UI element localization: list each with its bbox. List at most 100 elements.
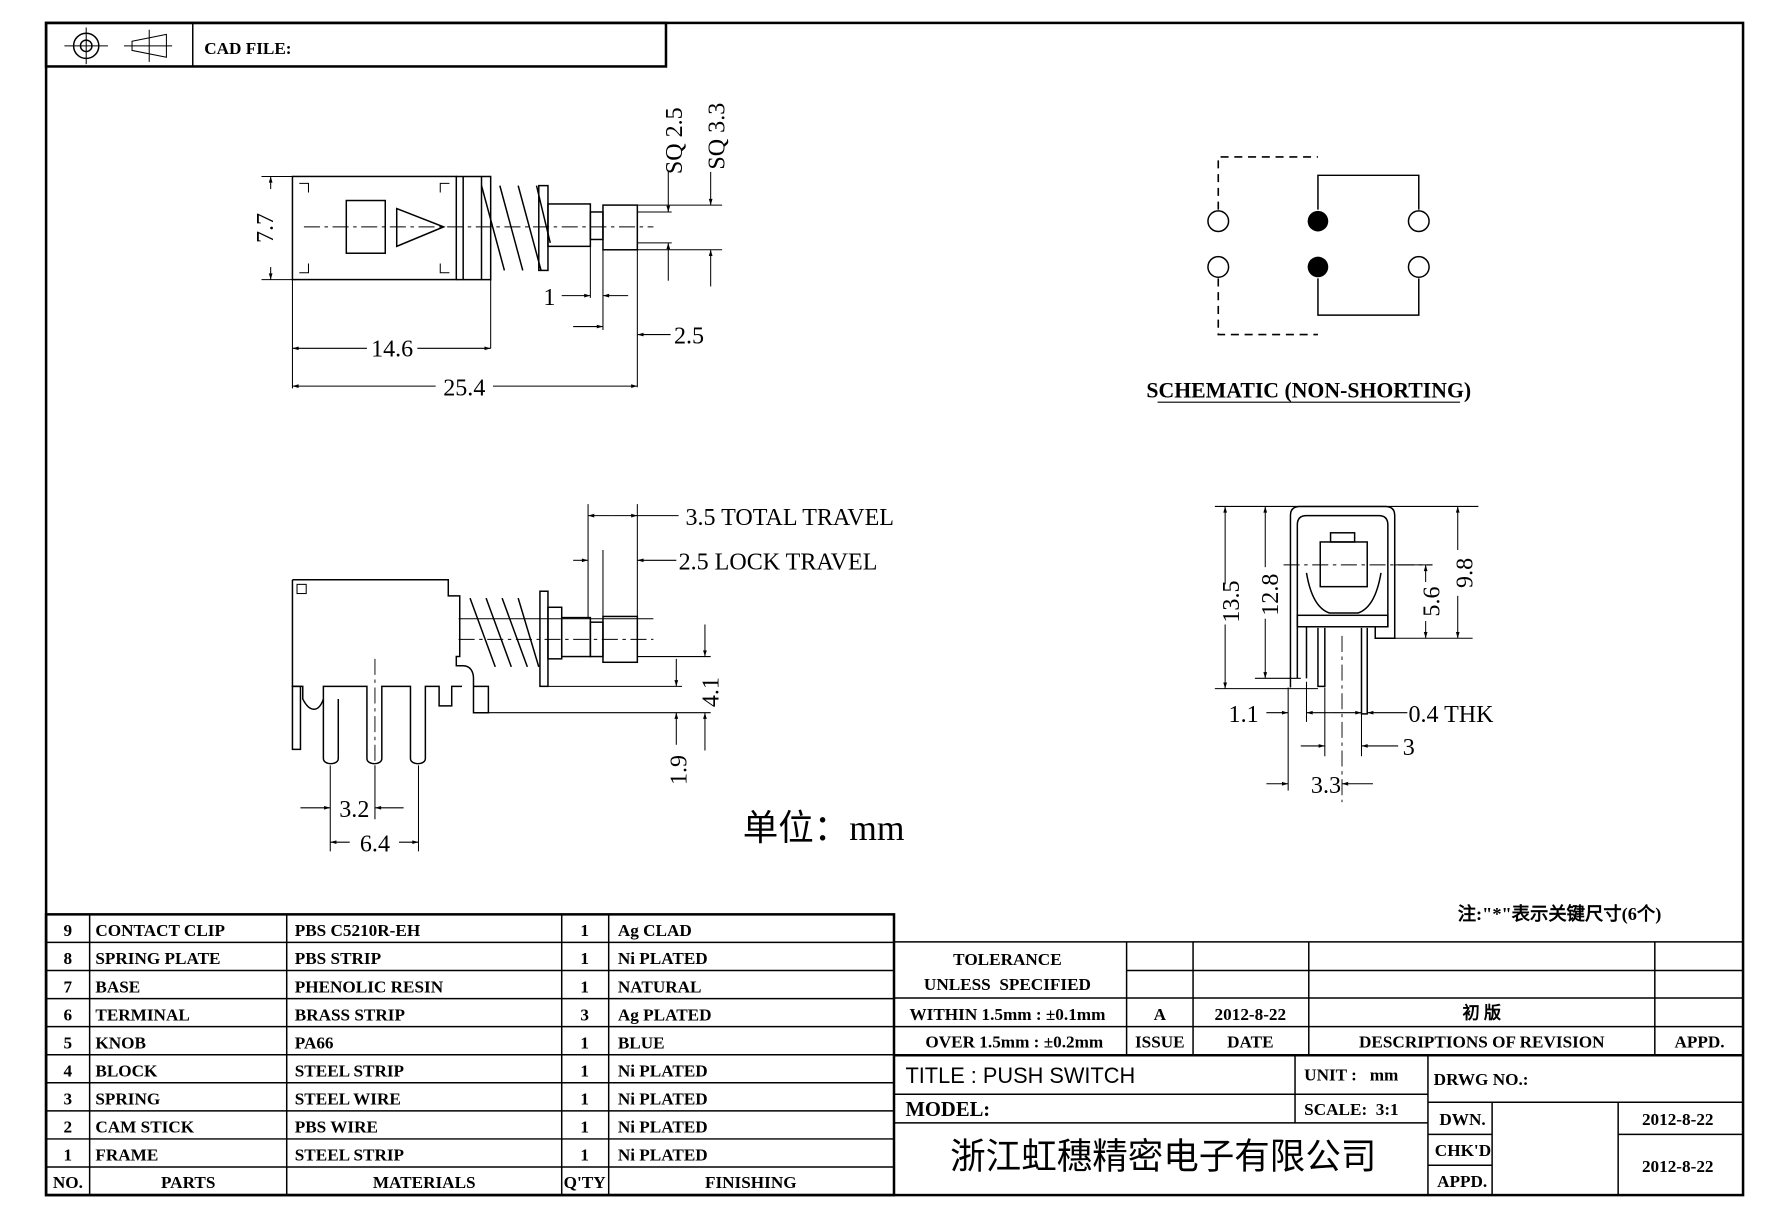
header-materials: MATERIALS: [373, 1173, 476, 1192]
dim-lock-travel: 2.5 LOCK TRAVEL: [679, 549, 878, 575]
drawing-number-label: DRWG NO.:: [1434, 1070, 1529, 1089]
cell-qty: 3: [580, 1005, 589, 1024]
table-row: 6 TERMINAL BRASS STRIP 3 Ag PLATED: [46, 1005, 894, 1028]
cell-qty: 1: [580, 1118, 589, 1137]
title-block: TITLE : PUSH SWITCH MODEL: UNIT : mm SCA…: [893, 1054, 1744, 1196]
dim-cap: 2.5: [674, 324, 704, 350]
tolerance-within: WITHIN 1.5mm : ±0.1mm: [909, 1005, 1106, 1024]
dim-body-height: 9.8: [1453, 558, 1479, 588]
cell-no: 7: [64, 977, 73, 996]
table-row: 5 KNOB PA66 1 BLUE: [46, 1033, 894, 1056]
cell-part: BLOCK: [95, 1061, 158, 1080]
dim-overall-height: 13.5: [1219, 581, 1245, 623]
cell-no: 8: [64, 949, 73, 968]
cell-finishing: Ni PLATED: [618, 1146, 708, 1165]
header-description: DESCRIPTIONS OF REVISION: [1359, 1032, 1605, 1051]
terminal-open-icon: [1407, 210, 1430, 233]
drawn-date: 2012-8-22: [1642, 1110, 1714, 1129]
cell-no: 2: [64, 1118, 73, 1137]
top-view-drawing: 7.7 14.6 25.4 SQ 2.5 SQ 3.3 1 2.5: [253, 103, 730, 402]
dim-edge: 1.1: [1229, 702, 1259, 728]
cell-no: 4: [64, 1061, 73, 1080]
cell-qty: 1: [580, 949, 589, 968]
cell-finishing: Ag CLAD: [618, 921, 692, 940]
cell-material: PHENOLIC RESIN: [295, 977, 444, 996]
terminal-common-icon: [1307, 210, 1329, 232]
revision-block: TOLERANCE UNLESS SPECIFIED WITHIN 1.5mm …: [893, 941, 1744, 1057]
dim-offset-a: 4.1: [699, 677, 725, 707]
cell-qty: 1: [580, 1090, 589, 1109]
drawing-title: TITLE : PUSH SWITCH: [905, 1063, 1135, 1088]
dim-height-b: 12.8: [1258, 574, 1284, 616]
company-name: 浙江虹穗精密电子有限公司: [950, 1137, 1376, 1177]
cell-no: 5: [64, 1033, 73, 1052]
cell-finishing: Ni PLATED: [618, 1061, 708, 1080]
cell-material: STEEL STRIP: [295, 1146, 404, 1165]
terminal-open-icon: [1207, 210, 1230, 233]
cell-material: BRASS STRIP: [295, 1005, 405, 1024]
cell-part: TERMINAL: [95, 1005, 189, 1024]
dim-sq-small: SQ 2.5: [662, 107, 688, 174]
tolerance-over: OVER 1.5mm : ±0.2mm: [925, 1032, 1103, 1051]
header-appd: APPD.: [1674, 1032, 1724, 1051]
cell-part: CAM STICK: [95, 1118, 194, 1137]
dim-pin-gap: 3: [1403, 735, 1415, 761]
dim-offset-b: 1.9: [667, 755, 693, 785]
dim-pin-offset: 3.3: [1311, 773, 1341, 799]
cell-finishing: BLUE: [618, 1033, 665, 1052]
unit-note: 单位：mm: [743, 808, 905, 848]
cell-part: KNOB: [95, 1033, 146, 1052]
cell-qty: 1: [580, 1146, 589, 1165]
header-qty: Q'TY: [564, 1173, 607, 1192]
cell-finishing: Ni PLATED: [618, 949, 708, 968]
cell-part: SPRING: [95, 1090, 160, 1109]
tolerance-title: TOLERANCE: [953, 950, 1061, 969]
header-date: DATE: [1227, 1032, 1273, 1051]
model-label: MODEL:: [905, 1099, 990, 1121]
cell-qty: 1: [580, 1033, 589, 1052]
cell-material: PBS WIRE: [295, 1118, 378, 1137]
cell-material: STEEL WIRE: [295, 1090, 401, 1109]
dim-overall-length: 25.4: [443, 375, 485, 401]
cell-qty: 1: [580, 977, 589, 996]
header-no: NO.: [53, 1173, 83, 1192]
cell-material: PBS C5210R-EH: [295, 921, 421, 940]
side-view-drawing: 3.5 TOTAL TRAVEL 2.5 LOCK TRAVEL 3.2 6.4…: [291, 504, 894, 857]
dim-step: 1: [543, 285, 555, 311]
table-row: 3 SPRING STEEL WIRE 1 Ni PLATED: [46, 1090, 894, 1112]
cell-finishing: NATURAL: [618, 977, 702, 996]
terminal-open-icon: [1207, 255, 1230, 279]
dim-total-travel: 3.5 TOTAL TRAVEL: [685, 505, 894, 531]
tolerance-subtitle: UNLESS SPECIFIED: [924, 975, 1091, 994]
cell-no: 6: [64, 1005, 73, 1024]
cell-qty: 1: [580, 921, 589, 940]
schematic-label: SCHEMATIC (NON-SHORTING): [1146, 379, 1471, 403]
drawn-label: DWN.: [1439, 1110, 1485, 1129]
cell-part: CONTACT CLIP: [95, 921, 225, 940]
cell-no: 3: [64, 1090, 73, 1109]
scale-label: SCALE: 3:1: [1304, 1100, 1398, 1119]
dim-center-height: 5.6: [1419, 587, 1445, 617]
approved-label: APPD.: [1437, 1172, 1487, 1191]
header-finishing: FINISHING: [705, 1173, 797, 1192]
terminal-open-icon: [1407, 255, 1430, 279]
cell-finishing: Ag PLATED: [618, 1005, 712, 1024]
cell-part: SPRING PLATE: [95, 949, 220, 968]
dim-sq-large: SQ 3.3: [704, 103, 730, 170]
cell-finishing: Ni PLATED: [618, 1090, 708, 1109]
revision-date: 2012-8-22: [1215, 1005, 1287, 1024]
schematic-diagram: SCHEMATIC (NON-SHORTING): [1146, 156, 1471, 403]
dim-thickness: 0.4 THK: [1408, 702, 1494, 728]
dim-body-length: 14.6: [371, 336, 413, 362]
checked-date: 2012-8-22: [1642, 1157, 1714, 1176]
cell-material: PA66: [295, 1033, 334, 1052]
cell-material: STEEL STRIP: [295, 1061, 404, 1080]
header-parts: PARTS: [161, 1173, 215, 1192]
